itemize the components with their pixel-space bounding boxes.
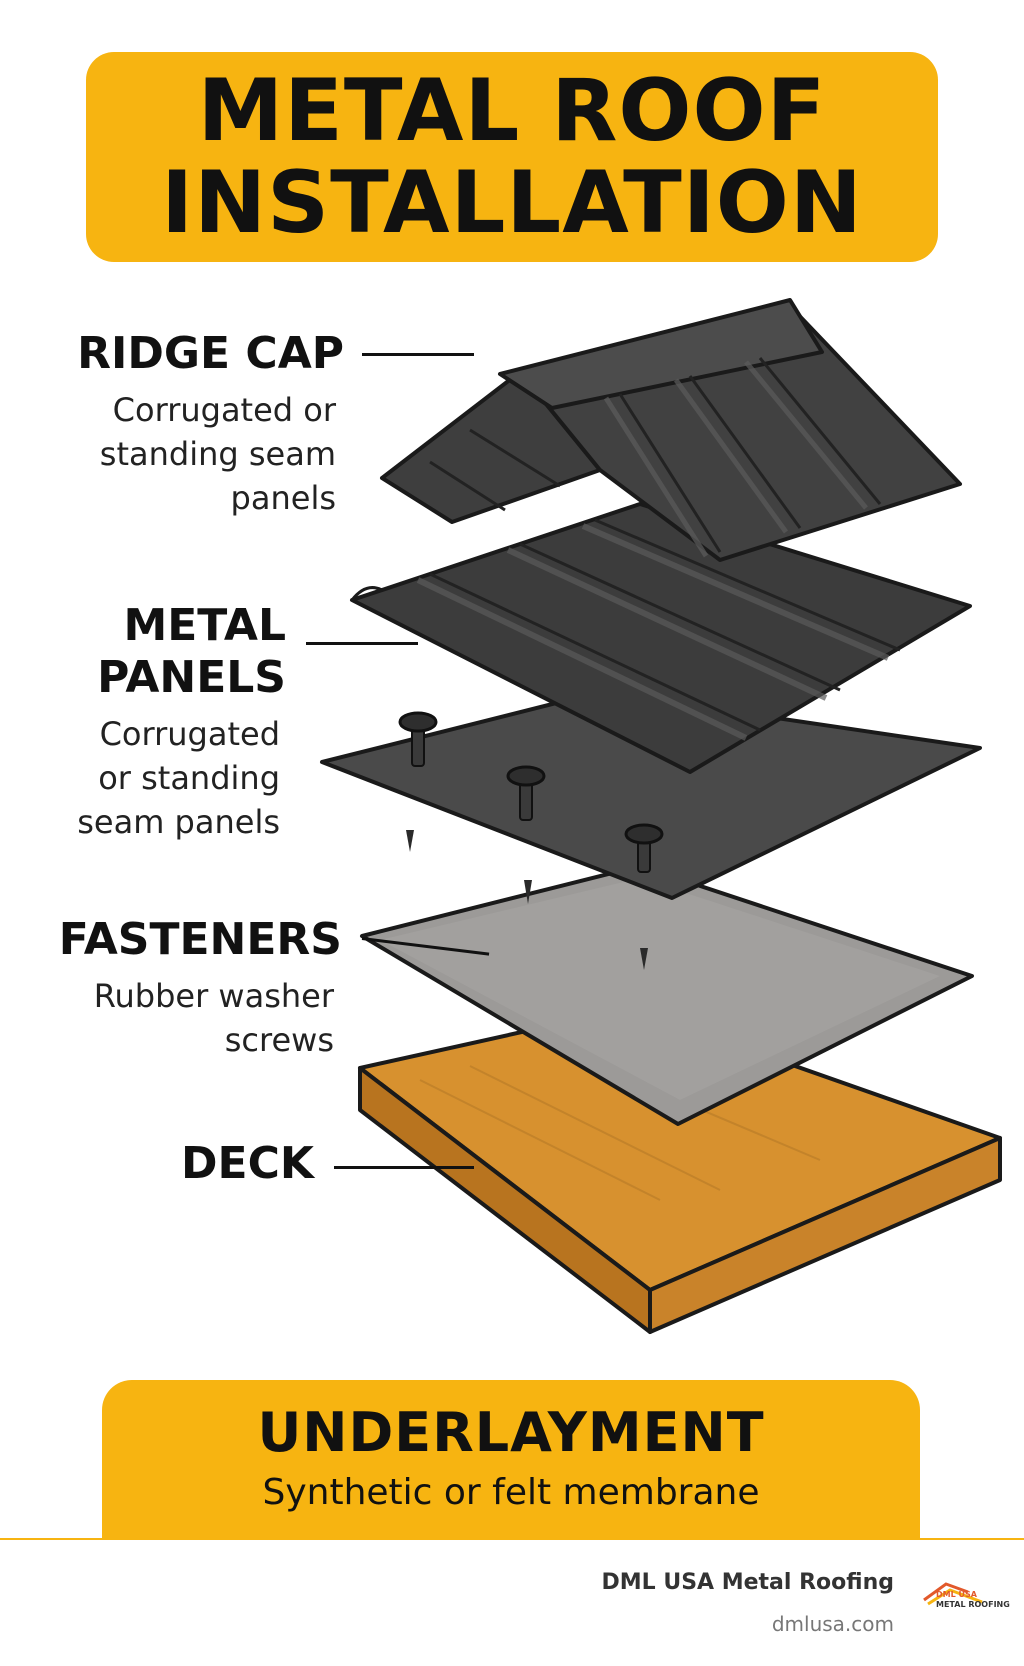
title-line-2: INSTALLATION [161, 153, 863, 253]
fastener-1-icon [398, 711, 438, 767]
deck-heading: DECK [181, 1138, 314, 1189]
metal-panels-sub-3: seam panels [77, 803, 280, 841]
underlayment-light-layer [360, 864, 974, 1126]
metal-panels-heading-2: PANELS [97, 652, 286, 703]
ridge-cap-sub-1: Corrugated or [112, 391, 336, 429]
ridge-cap-heading: RIDGE CAP [77, 328, 344, 379]
title-banner: METAL ROOF INSTALLATION [86, 52, 938, 262]
footer-divider [0, 1538, 1024, 1540]
metal-panel-sheet [350, 502, 972, 774]
ridge-cap-sub-3: panels [230, 479, 336, 517]
ridge-cap-layer [380, 298, 962, 562]
underlayment-heading: UNDERLAYMENT [257, 1401, 765, 1464]
fasteners-sub-1: Rubber washer [93, 977, 334, 1015]
metal-panels-heading-1: METAL [123, 600, 286, 651]
fasteners-heading: FASTENERS [58, 914, 342, 965]
fasteners-sub-2: screws [224, 1021, 334, 1059]
underlayment-sub: Synthetic or felt membrane [262, 1472, 760, 1513]
roof-layers-diagram [320, 298, 1002, 1334]
deck-front-right [648, 1136, 1002, 1334]
dml-logo-icon: DML USA METAL ROOFING [922, 1578, 1010, 1614]
brand-name: DML USA Metal Roofing [601, 1570, 895, 1595]
underlayment-dark-sheet [320, 690, 982, 900]
metal-panels-sub-1: Corrugated [99, 715, 280, 753]
metal-panels-sub-2: or standing [98, 759, 280, 797]
underlayment-banner: UNDERLAYMENT Synthetic or felt membrane [102, 1380, 920, 1538]
ridge-cap-leader [362, 353, 474, 356]
deck-layer [358, 1006, 1002, 1334]
fastener-tips [406, 830, 648, 970]
underlayment-dark-layer [320, 690, 982, 900]
deck-leader [334, 1166, 474, 1169]
brand-url[interactable]: dmlusa.com [771, 1612, 894, 1636]
fastener-2-icon [506, 765, 546, 821]
fasteners-group [398, 711, 664, 873]
title-line-1: METAL ROOF [197, 61, 827, 161]
fastener-3-icon [624, 823, 664, 873]
metal-panels-leader [306, 642, 418, 645]
ridge-cap-sub-2: standing seam [99, 435, 336, 473]
